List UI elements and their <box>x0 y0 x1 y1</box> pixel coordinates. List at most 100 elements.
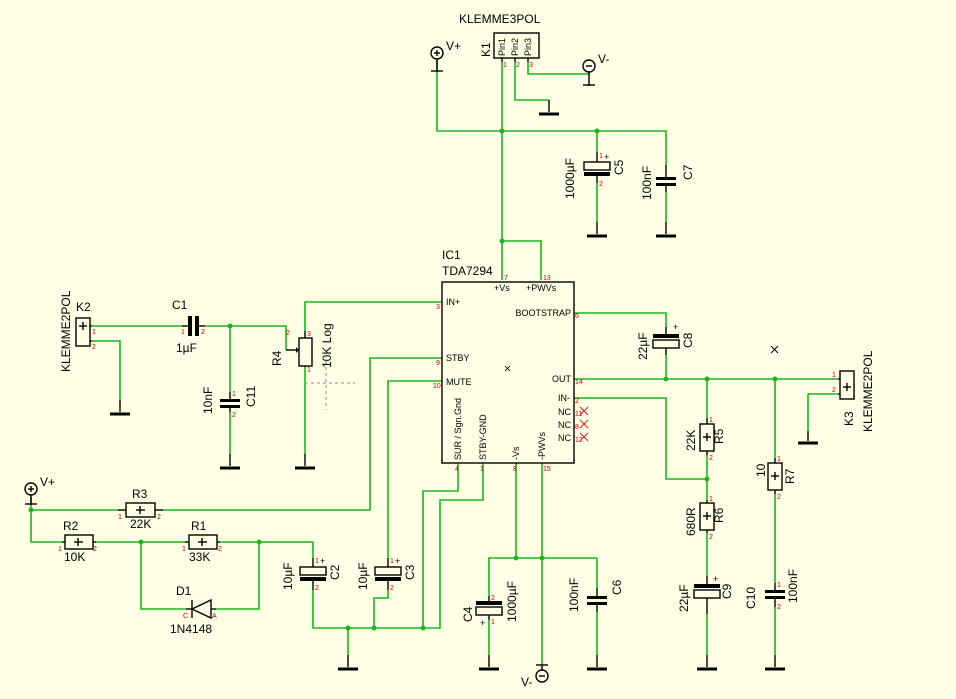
r7-value: 10 <box>754 463 768 477</box>
svg-text:1: 1 <box>777 582 781 589</box>
k1-pin3-label: Pin3 <box>523 38 533 56</box>
svg-text:11: 11 <box>575 411 582 418</box>
ic-pin-vs: +Vs <box>494 283 510 293</box>
svg-text:1: 1 <box>182 546 186 553</box>
ic-pin-minus-pwvs: -PWVs <box>537 432 547 460</box>
svg-text:2: 2 <box>709 534 713 541</box>
r7-ref: R7 <box>783 468 797 484</box>
d1-value: 1N4148 <box>170 622 212 636</box>
svg-text:+: + <box>395 556 400 566</box>
ic-pin-stby: STBY <box>446 353 470 363</box>
ic1-ref: IC1 <box>442 248 461 262</box>
d1-diode: C A D1 1N4148 <box>170 584 217 636</box>
c9-capacitor: + C9 22µF <box>677 574 734 614</box>
ic-pin-out: OUT <box>552 374 572 384</box>
svg-text:12: 12 <box>575 437 583 444</box>
r2-ref: R2 <box>63 519 79 533</box>
junctions <box>28 128 778 631</box>
c5-value: 1000µF <box>563 158 577 199</box>
svg-text:4: 4 <box>455 466 459 473</box>
c8-ref: C8 <box>681 332 695 348</box>
ic1-value: TDA7294 <box>442 264 493 278</box>
svg-text:2: 2 <box>575 398 579 405</box>
d1-ref: D1 <box>176 584 192 598</box>
c1-ref: C1 <box>172 298 188 312</box>
svg-text:10: 10 <box>433 383 441 390</box>
c3-ref: C3 <box>403 564 417 580</box>
svg-text:14: 14 <box>575 379 583 386</box>
pin-number: 2 <box>516 62 520 69</box>
svg-text:C: C <box>183 613 188 620</box>
r5-ref: R5 <box>712 428 726 444</box>
c11-capacitor: 12 C11 10nF <box>201 386 258 419</box>
svg-text:+: + <box>320 556 325 566</box>
c6-ref: C6 <box>610 579 624 595</box>
svg-text:+: + <box>604 152 609 162</box>
c7-value: 100nF <box>640 166 654 200</box>
svg-text:A: A <box>212 613 217 620</box>
r6-ref: R6 <box>712 507 726 523</box>
svg-text:+: + <box>480 618 485 628</box>
ground-icon <box>697 655 717 671</box>
svg-text:1: 1 <box>832 372 836 379</box>
svg-text:3: 3 <box>436 304 440 311</box>
ground-icon <box>587 655 607 671</box>
ic-pin-nc: NC <box>558 407 571 417</box>
r7-resistor: 1 2 R7 10 <box>754 456 797 501</box>
svg-text:1: 1 <box>599 153 603 160</box>
c6-value: 100nF <box>567 578 581 612</box>
ic-pin-minus-vs: -Vs <box>511 446 521 460</box>
ic-pin-in-minus: IN- <box>558 393 570 403</box>
r1-resistor: 1 2 R1 33K <box>182 519 222 564</box>
vplus-label: V+ <box>40 475 55 489</box>
k2-ref: K2 <box>76 300 91 314</box>
r3-ref: R3 <box>132 487 148 501</box>
svg-text:+: + <box>713 574 718 584</box>
k1-terminal: Pin1 Pin2 Pin3 1 2 3 KLEMME3POL K1 <box>459 12 541 69</box>
origin-mark <box>770 345 779 354</box>
r5-resistor: 1 2 R5 22K <box>684 417 726 462</box>
vminus-label: V- <box>521 675 532 689</box>
svg-text:1: 1 <box>709 417 713 424</box>
vplus-label: V+ <box>446 39 461 53</box>
r6-resistor: 1 2 R6 680R <box>684 496 726 541</box>
svg-text:1: 1 <box>118 514 122 521</box>
svg-text:6: 6 <box>575 313 579 320</box>
ic-pin-in-plus: IN+ <box>446 297 460 307</box>
ground-icon <box>110 400 130 416</box>
ground-icon <box>798 431 818 445</box>
svg-text:1: 1 <box>777 456 781 463</box>
pin-number: 1 <box>503 62 507 69</box>
r1-ref: R1 <box>191 519 207 533</box>
svg-text:+: + <box>673 322 678 332</box>
r6-value: 680R <box>684 507 698 536</box>
svg-text:2: 2 <box>777 494 781 501</box>
ground-icon <box>295 454 315 470</box>
c3-value: 10µF <box>356 562 370 590</box>
ground-icon <box>479 655 499 671</box>
c4-capacitor: + 21 C4 1000µF <box>461 581 519 628</box>
r5-value: 22K <box>684 430 698 451</box>
c7-ref: C7 <box>681 164 695 180</box>
svg-text:2: 2 <box>218 546 222 553</box>
c8-capacitor: + C8 22µF <box>636 322 695 360</box>
c9-ref: C9 <box>720 583 734 599</box>
svg-text:1: 1 <box>58 546 62 553</box>
k1-ref: K1 <box>479 42 493 57</box>
r1-value: 33K <box>189 550 210 564</box>
r2-value: 10K <box>64 550 85 564</box>
svg-text:2: 2 <box>157 514 161 521</box>
pin-number: 3 <box>307 331 311 338</box>
vminus-supply-top: V- <box>582 52 609 86</box>
c10-value: 100nF <box>786 569 800 603</box>
vminus-supply-bottom: V- <box>521 664 549 689</box>
vminus-label: V- <box>598 52 609 66</box>
r4-potentiometer: 3 2 1 R4 10K Log <box>270 323 355 410</box>
svg-text:1: 1 <box>491 619 495 626</box>
ground-icon <box>338 655 358 671</box>
ic-pin-stby-gnd: STBY-GND <box>478 414 488 460</box>
svg-text:15: 15 <box>543 466 551 473</box>
c2-value: 10µF <box>281 562 295 590</box>
r4-ref: R4 <box>270 350 284 366</box>
